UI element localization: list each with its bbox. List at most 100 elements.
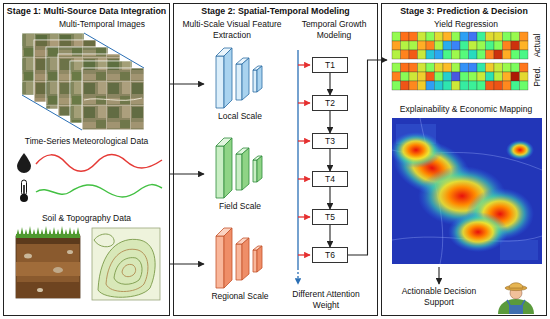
topography-icon — [98, 239, 155, 297]
heatmap-cell — [469, 81, 478, 90]
time-step-box: T5 — [312, 209, 348, 225]
heatmap-cell — [409, 81, 418, 90]
time-step-box: T4 — [312, 171, 348, 187]
heatmap-cell — [435, 50, 444, 59]
soil-icon — [37, 288, 43, 292]
heatmap-cell — [426, 72, 435, 81]
attention-line — [298, 64, 310, 65]
heatmap-cell — [418, 32, 427, 41]
heatmap-cell — [460, 50, 469, 59]
heatmap-cell — [452, 41, 461, 50]
heatmap-cell — [520, 32, 529, 41]
heatmap-cell — [452, 32, 461, 41]
scale-label: Regional Scale — [211, 291, 268, 302]
stage-panel: Stage 1: Multi-Source Data Integration — [3, 3, 170, 316]
farmer-icon — [522, 300, 525, 305]
heatmap-cell — [392, 32, 401, 41]
flow-arrow — [329, 111, 330, 133]
feature-block-regional — [242, 238, 249, 280]
topography-icon — [122, 264, 136, 276]
topography-icon — [92, 228, 160, 300]
soil-icon — [24, 254, 32, 259]
heatmap-cell — [409, 50, 418, 59]
farmer-icon — [498, 299, 534, 314]
heatmap-cell — [392, 50, 401, 59]
heatmap-cell — [503, 50, 512, 59]
heatmap-cell — [503, 41, 512, 50]
heatmap-cell — [511, 50, 520, 59]
satellite-image-stack — [84, 98, 142, 100]
heatmap-cell — [426, 63, 435, 72]
feature-block-local — [257, 66, 262, 92]
heatmap-cell — [443, 72, 452, 81]
stage-panel: Stage 2: Spatial-Temporal ModelingLocal … — [173, 3, 378, 316]
heatmap-cell — [409, 41, 418, 50]
flow-arrow — [329, 225, 330, 247]
heatmap-cell — [486, 81, 495, 90]
heatmap-cell — [435, 81, 444, 90]
heatmap-cell — [401, 63, 410, 72]
heatmap-cell — [401, 72, 410, 81]
heatmap-cell — [418, 41, 427, 50]
heatmap-cell — [443, 63, 452, 72]
heatmap-cell — [401, 81, 410, 90]
feature-block-field — [216, 146, 224, 198]
feature-block-field — [236, 154, 242, 190]
stage-title: Stage 2: Spatial-Temporal Modeling — [174, 4, 377, 17]
attention-line — [298, 254, 310, 255]
feature-block-field — [224, 138, 232, 198]
heatmap-cell — [511, 63, 520, 72]
heatmap-cell — [520, 63, 529, 72]
heatmap-cell — [503, 32, 512, 41]
feature-block-regional — [253, 250, 257, 272]
feature-block-regional — [216, 228, 262, 288]
heatmap-cell — [392, 72, 401, 81]
heatmap-cell — [511, 72, 520, 81]
heatmap-cell — [469, 63, 478, 72]
topography-icon — [92, 228, 160, 300]
heatmap-cell — [520, 72, 529, 81]
heatmap-cell — [503, 81, 512, 90]
feature-block-local — [236, 64, 242, 100]
topography-icon — [94, 234, 114, 247]
heatmap-cell — [460, 41, 469, 50]
explainability-map — [392, 132, 442, 168]
feature-block-local — [216, 48, 262, 108]
flow-arrow — [170, 263, 204, 264]
heatmap-cell — [494, 32, 503, 41]
heatmap-cell — [435, 63, 444, 72]
flow-arrow — [438, 267, 439, 284]
heatmap-cell — [426, 32, 435, 41]
heatmap-cell — [435, 32, 444, 41]
attention-line — [298, 102, 310, 103]
output-region: Yield Regression — [387, 18, 545, 102]
region-heading: Explainability & Economic Mapping — [387, 104, 545, 115]
axis-label: Actual — [532, 25, 543, 65]
heatmap-cell — [520, 81, 529, 90]
time-step-label: T6 — [325, 248, 335, 262]
topography-icon — [106, 249, 148, 291]
attention-line — [298, 178, 310, 179]
scale-block: Field Scale — [204, 134, 276, 214]
heatmap-cell — [469, 32, 478, 41]
flow-arrow — [170, 83, 204, 84]
heatmap-cell — [494, 50, 503, 59]
time-step-label: T5 — [325, 210, 335, 224]
weather-icons — [17, 153, 162, 202]
heatmap-cell — [443, 32, 452, 41]
flow-arrow — [329, 73, 330, 95]
time-step-box: T6 — [312, 247, 348, 263]
heatmap-cell — [401, 41, 410, 50]
heatmap-cell — [452, 72, 461, 81]
heatmap-cell — [477, 50, 486, 59]
heatmap-cell — [511, 32, 520, 41]
time-step-box: T1 — [312, 57, 348, 73]
data-source-label: Time-Series Meteorological Data — [5, 136, 168, 147]
feature-block-local — [224, 48, 232, 108]
heatmap-cell — [486, 50, 495, 59]
soil-icon — [16, 262, 80, 276]
attention-line — [298, 50, 310, 284]
heatmap-cell — [443, 50, 452, 59]
satellite-image-stack — [22, 33, 144, 130]
